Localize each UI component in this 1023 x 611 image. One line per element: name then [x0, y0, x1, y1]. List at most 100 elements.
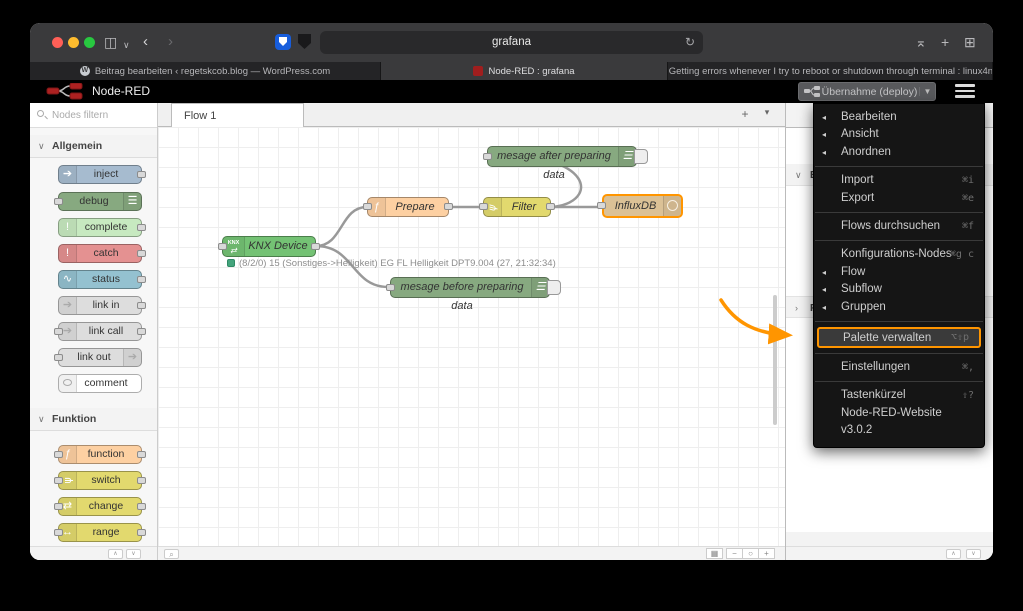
palette-node-status[interactable]: ∿ status — [58, 270, 146, 289]
password-extension-icon[interactable] — [275, 34, 291, 50]
expand-all-icon[interactable]: ∨ — [126, 549, 141, 559]
address-bar[interactable]: grafana ↻ — [320, 31, 703, 54]
palette-node-link-call[interactable]: ➔ link call — [54, 322, 146, 341]
canvas-node-filter[interactable]: ⋔ Filter — [479, 197, 555, 217]
input-port[interactable] — [597, 202, 606, 209]
menu-item-import[interactable]: Import⌘i — [841, 174, 974, 187]
debug-toggle-button[interactable] — [547, 280, 561, 295]
palette-section-funktion[interactable]: ∨ Funktion — [30, 408, 157, 431]
menu-item-subflow[interactable]: ◂Subflow — [814, 281, 984, 298]
menu-item-node-red-website[interactable]: Node-RED-Website — [841, 406, 942, 419]
input-port[interactable] — [54, 528, 63, 536]
menu-divider — [815, 381, 983, 383]
menu-item-konfigurations-nodes[interactable]: Konfigurations-Nodes⌘g c — [841, 248, 974, 261]
output-port[interactable] — [311, 242, 320, 250]
palette-node-range[interactable]: ↔ range — [54, 523, 146, 542]
palette-node-function[interactable]: ƒ function — [54, 445, 146, 464]
output-port[interactable] — [137, 223, 146, 231]
output-port[interactable] — [137, 249, 146, 257]
range-icon: ↔ — [59, 524, 77, 541]
palette-node-change[interactable]: ⇄ change — [54, 497, 146, 516]
output-port[interactable] — [137, 450, 146, 458]
share-icon[interactable]: ⌅ — [915, 34, 927, 50]
flow-list-chevron-icon[interactable]: ▾ — [764, 107, 770, 117]
shield-extension-icon[interactable] — [298, 34, 311, 49]
navigator-icon[interactable]: ▦ — [706, 548, 723, 559]
add-flow-button[interactable]: + — [741, 107, 749, 121]
canvas-node-debug-after[interactable]: ☰ mesage after preparing data — [483, 146, 648, 181]
menu-item-ansicht[interactable]: ◂Ansicht — [814, 126, 984, 143]
close-window-button[interactable] — [52, 37, 63, 48]
canvas-node-prepare[interactable]: ƒ Prepare — [363, 197, 453, 217]
input-port[interactable] — [54, 327, 63, 335]
menu-item-einstellungen[interactable]: Einstellungen⌘, — [841, 360, 974, 373]
flow-canvas[interactable]: ☰ mesage after preparing data ƒ Prepare … — [158, 127, 785, 546]
output-port[interactable] — [444, 203, 453, 210]
input-port[interactable] — [386, 283, 395, 291]
zoom-window-button[interactable] — [84, 37, 95, 48]
output-port[interactable] — [137, 528, 146, 536]
palette-node-inject[interactable]: ➔ inject — [58, 165, 146, 184]
input-port[interactable] — [54, 197, 63, 205]
menu-item-palette-verwalten[interactable]: Palette verwalten⌥⇧p — [817, 326, 981, 348]
new-tab-icon[interactable]: + — [941, 34, 950, 50]
canvas-node-influxdb[interactable]: InfluxDB — [597, 194, 683, 218]
input-port[interactable] — [218, 242, 227, 250]
main-menu-button[interactable] — [955, 84, 975, 99]
palette-node-complete[interactable]: ! complete — [58, 218, 146, 237]
output-port[interactable] — [137, 275, 146, 283]
palette-search-input[interactable]: Nodes filtern — [30, 103, 157, 128]
palette-node-debug[interactable]: ☰ debug — [54, 192, 142, 211]
input-port[interactable] — [54, 353, 63, 361]
palette-node-switch[interactable]: ⋔ switch — [54, 471, 146, 490]
tab-node-red[interactable]: Node-RED : grafana — [381, 62, 668, 80]
menu-item-export[interactable]: Export⌘e — [841, 191, 974, 204]
output-port[interactable] — [137, 476, 146, 484]
minimize-window-button[interactable] — [68, 37, 79, 48]
menu-item-tastenkuerzel[interactable]: Tastenkürzel⇧? — [841, 389, 974, 402]
forward-icon[interactable]: › — [168, 33, 173, 50]
reload-icon[interactable]: ↻ — [684, 35, 695, 49]
expand-all-icon[interactable]: ∨ — [966, 549, 981, 559]
output-port[interactable] — [137, 502, 146, 510]
canvas-node-debug-before[interactable]: ☰ mesage before preparing data — [386, 277, 561, 312]
deploy-options-chevron-icon[interactable]: ▼ — [919, 87, 935, 96]
palette-node-link-out[interactable]: ➔ link out — [54, 348, 142, 367]
chevron-down-icon[interactable]: ∨ — [123, 40, 130, 50]
input-port[interactable] — [363, 203, 372, 210]
zoom-in-button[interactable]: + — [758, 548, 775, 559]
palette-section-allgemein[interactable]: ∨ Allgemein — [30, 135, 157, 158]
palette-node-link-in[interactable]: ➔ link in — [58, 296, 146, 315]
sidebar-toggle-icon[interactable]: ◫ — [104, 34, 118, 50]
canvas-node-knx-device[interactable]: KNX⇄ KNX Device — [218, 236, 320, 257]
input-port[interactable] — [479, 203, 488, 210]
palette-node-comment[interactable]: comment — [58, 374, 142, 393]
flow-tab[interactable]: Flow 1 — [171, 103, 304, 127]
tab-wordpress[interactable]: W Beitrag bearbeiten ‹ regetskcob.blog —… — [30, 62, 381, 80]
deploy-button[interactable]: Übernahme (deploy) ▼ — [798, 82, 936, 101]
palette-node-catch[interactable]: ! catch — [58, 244, 146, 263]
canvas-search-icon[interactable]: ⌕ — [164, 549, 179, 559]
output-port[interactable] — [137, 301, 146, 309]
tab-reddit[interactable]: Getting errors whenever I try to reboot … — [668, 62, 993, 80]
menu-item-anordnen[interactable]: ◂Anordnen — [814, 144, 984, 161]
canvas-scrollbar[interactable] — [773, 295, 777, 425]
zoom-out-button[interactable]: − — [726, 548, 743, 559]
debug-toggle-button[interactable] — [634, 149, 648, 164]
collapse-all-icon[interactable]: ∧ — [108, 549, 123, 559]
zoom-reset-button[interactable]: ○ — [742, 548, 759, 559]
input-port[interactable] — [54, 502, 63, 510]
menu-item-flow[interactable]: ◂Flow — [814, 264, 984, 281]
menu-item-gruppen[interactable]: ◂Gruppen — [814, 299, 984, 316]
output-port[interactable] — [137, 170, 146, 178]
menu-item-bearbeiten[interactable]: ◂Bearbeiten — [814, 109, 984, 126]
collapse-all-icon[interactable]: ∧ — [946, 549, 961, 559]
input-port[interactable] — [54, 476, 63, 484]
output-port[interactable] — [546, 203, 555, 210]
output-port[interactable] — [137, 327, 146, 335]
menu-item-flows-durchsuchen[interactable]: Flows durchsuchen⌘f — [841, 219, 974, 232]
tab-overview-icon[interactable]: ⊞ — [964, 34, 976, 50]
input-port[interactable] — [483, 152, 492, 160]
input-port[interactable] — [54, 450, 63, 458]
back-icon[interactable]: ‹ — [143, 33, 148, 50]
